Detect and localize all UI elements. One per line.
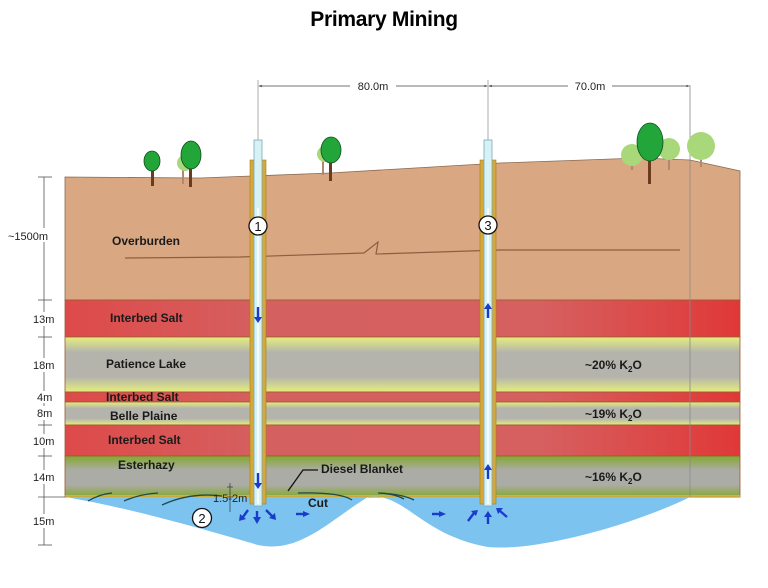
thickness-esterhazy: 14m (33, 472, 54, 484)
tree-icon (317, 136, 342, 181)
thickness-interbed-salt-2: 4m (37, 392, 52, 404)
diagram-title: Primary Mining (310, 8, 458, 31)
patience-lake-label: Patience Lake (106, 357, 186, 371)
svg-text:3: 3 (484, 218, 491, 233)
diesel-blanket-label: Diesel Blanket (321, 462, 403, 476)
overburden-label: Overburden (112, 234, 180, 248)
diesel-blanket-leader (287, 469, 318, 492)
thickness-overburden: ~1500m (8, 231, 48, 243)
interbed-salt-layer-1 (64, 299, 741, 338)
dimension-80m: 80.0m (358, 81, 389, 93)
diesel-blanket-arcs (87, 492, 415, 506)
belle-plaine-grade: ~19% K2O (585, 407, 642, 423)
tree-icon-group (621, 122, 715, 184)
flow-arrows (239, 303, 508, 524)
esterhazy-label: Esterhazy (118, 458, 175, 472)
dimension-70m: 70.0m (575, 81, 606, 93)
patience-lake-grade: ~20% K2O (585, 358, 642, 374)
esterhazy-grade: ~16% K2O (585, 470, 642, 486)
thickness-belle-plaine: 8m (37, 408, 52, 420)
well-3-marker: 3 (478, 215, 498, 235)
tree-icon (177, 140, 202, 187)
svg-text:1: 1 (254, 219, 261, 234)
fault-line (124, 240, 680, 259)
top-dimensions: 80.0m 70.0m (257, 80, 690, 140)
thickness-patience-lake: 18m (33, 360, 54, 372)
svg-text:2: 2 (198, 511, 205, 526)
interbed-salt-label-3: Interbed Salt (108, 433, 181, 447)
thickness-interbed-salt-1: 13m (33, 314, 54, 326)
well-3 (479, 139, 497, 507)
gap-label: 1.5-2m (213, 493, 247, 505)
overburden-layer (64, 157, 741, 301)
tree-icon (143, 150, 161, 186)
interbed-salt-label-2: Interbed Salt (106, 390, 179, 404)
gap-dimension (227, 483, 233, 512)
thickness-interbed-salt-3: 10m (33, 436, 54, 448)
interbed-salt-label-1: Interbed Salt (110, 311, 183, 325)
brine-cavern (65, 496, 690, 548)
cavern-2-marker: 2 (191, 507, 213, 529)
well-1-marker: 1 (248, 216, 268, 236)
cut-label: Cut (308, 496, 328, 510)
belle-plaine-label: Belle Plaine (110, 409, 178, 423)
thickness-cavern: 15m (33, 516, 54, 528)
